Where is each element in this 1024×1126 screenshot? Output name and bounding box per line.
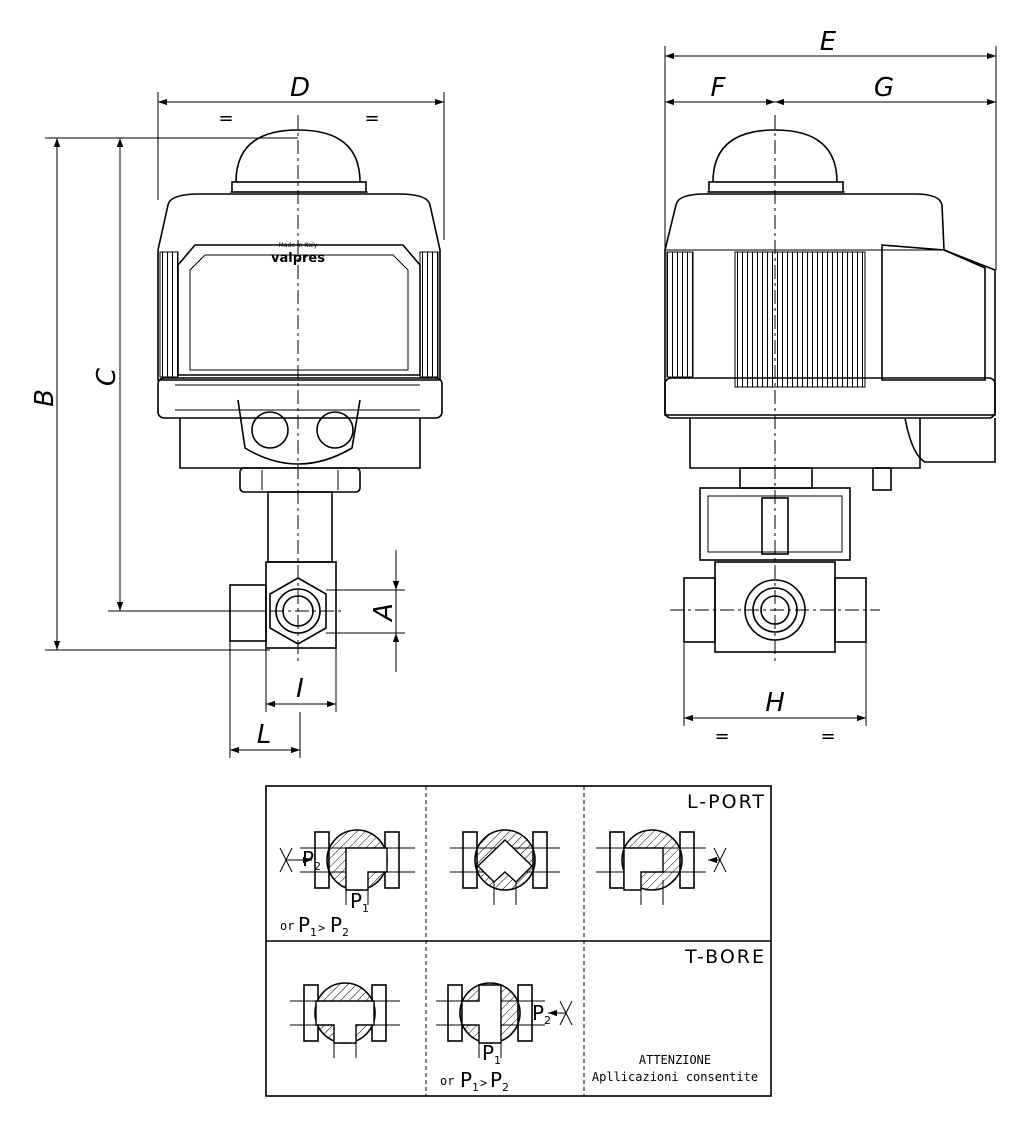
svg-text:P: P: [330, 913, 342, 937]
p2-label: P: [532, 1001, 544, 1025]
note-applications: Apllicazioni consentite: [592, 1070, 758, 1084]
dome-cap: [235, 129, 361, 183]
side-cover: [881, 244, 986, 381]
dimension-L: L: [229, 641, 301, 758]
label-G: G: [874, 73, 894, 103]
cell-l-port-3: [596, 829, 727, 905]
dimension-C: C: [92, 138, 266, 612]
label-A: A: [369, 603, 399, 623]
svg-text:1: 1: [494, 1054, 501, 1067]
svg-text:1: 1: [310, 926, 317, 939]
p2-label: P: [302, 847, 314, 871]
side-left-ribs: [666, 251, 694, 378]
coupling: [239, 467, 361, 493]
eq-left: =: [218, 108, 233, 129]
cell-l-port-1: P 2 P 1 or P 1 > P 2: [279, 829, 415, 939]
flow-table: L-PORT T-BORE P 2 P 1 or P 1 > P: [265, 785, 772, 1097]
lower-body: [179, 418, 421, 469]
label-L: L: [257, 720, 272, 750]
svg-text:2: 2: [314, 860, 321, 873]
eq-h-left: =: [714, 726, 729, 747]
dimension-F-G: F G: [665, 73, 996, 106]
svg-text:1: 1: [362, 902, 369, 915]
or-label: or: [280, 919, 294, 933]
side-manual-knob: [872, 467, 892, 491]
svg-text:P: P: [490, 1068, 502, 1092]
label-D: D: [290, 73, 310, 103]
dimension-B: B: [30, 137, 298, 651]
front-view: Made in Italy valpres: [157, 115, 443, 665]
svg-text:>: >: [318, 921, 325, 935]
label-C: C: [92, 367, 122, 386]
side-dome-cap: [712, 129, 838, 183]
label-H: H: [765, 688, 785, 718]
label-I: I: [296, 674, 304, 704]
side-motor-ribs: [734, 251, 866, 388]
side-base-band: [664, 377, 996, 419]
side-port: [229, 584, 267, 642]
cell-t-bore-1: [290, 982, 400, 1058]
svg-text:1: 1: [472, 1081, 479, 1094]
dome-ring: [231, 181, 367, 193]
or-label: or: [440, 1074, 454, 1088]
svg-text:>: >: [480, 1076, 487, 1090]
side-lower-body: [689, 418, 921, 469]
label-E: E: [820, 27, 837, 57]
cable-gland-left: [251, 411, 289, 449]
dimension-H: H = =: [683, 642, 867, 747]
label-F: F: [711, 73, 727, 103]
eq-right: =: [364, 108, 379, 129]
dimension-E: E: [664, 27, 997, 270]
cell-l-port-2: [450, 829, 560, 905]
side-view: [664, 115, 996, 665]
stem-bracket: [267, 491, 333, 563]
eq-h-right: =: [820, 726, 835, 747]
dimension-A: A: [326, 550, 405, 672]
side-coupling: [739, 467, 813, 489]
note-attenzione: ATTENZIONE: [639, 1053, 711, 1067]
cable-gland-right: [316, 411, 354, 449]
svg-text:2: 2: [544, 1014, 551, 1027]
svg-text:2: 2: [342, 926, 349, 939]
svg-text:2: 2: [502, 1081, 509, 1094]
title-t-bore: T-BORE: [684, 946, 766, 968]
cable-gland-plate: [237, 399, 361, 465]
cell-t-bore-2: P 2 P 1 or P 1 > P 2: [436, 982, 573, 1094]
base-band: [157, 377, 443, 419]
actuator-housing: [157, 193, 441, 381]
p1-label: P: [482, 1041, 494, 1065]
label-B: B: [30, 389, 60, 407]
side-housing: [664, 193, 996, 416]
side-dome-ring: [708, 181, 844, 193]
svg-text:P: P: [298, 913, 310, 937]
right-ribs: [419, 251, 439, 378]
svg-text:P: P: [460, 1068, 472, 1092]
side-gear-cover: [904, 417, 996, 463]
left-ribs: [159, 251, 179, 378]
title-l-port: L-PORT: [687, 791, 766, 813]
dimension-D: D = =: [157, 73, 445, 240]
dimension-I: I: [265, 648, 337, 712]
p1-label: P: [350, 889, 362, 913]
